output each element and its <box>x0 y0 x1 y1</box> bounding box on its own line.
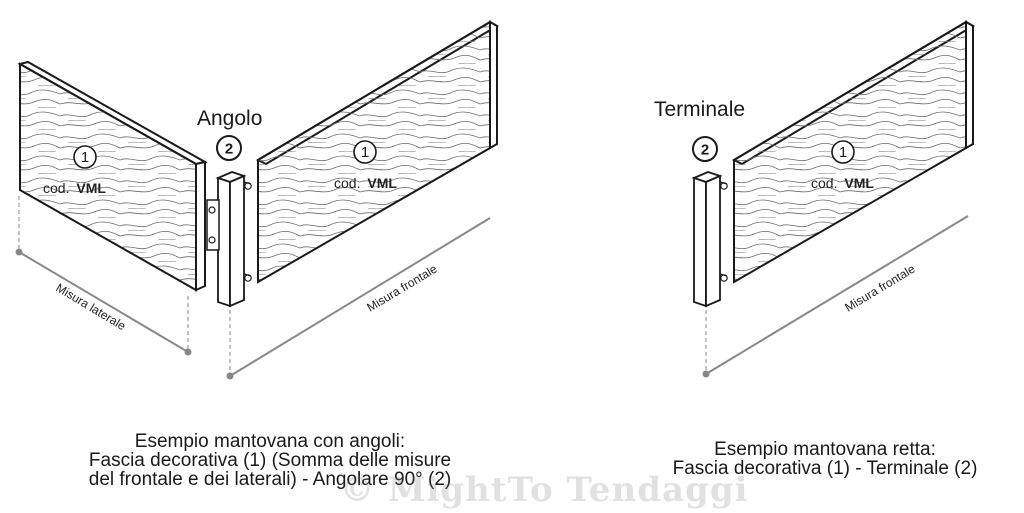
side-panel <box>17 60 208 292</box>
measure-side-label: Misura laterale <box>53 281 128 334</box>
corner-number-badge: 2 <box>216 135 242 161</box>
measure-guides-straight <box>702 215 969 378</box>
caption-line: Esempio mantovana con angoli: <box>134 431 406 452</box>
left-diagram: Misura laterale Misura frontale Angolo 2… <box>15 20 499 380</box>
corner-piece <box>206 171 252 308</box>
svg-text:1: 1 <box>361 144 369 161</box>
front-panel-number-badge: 1 <box>353 140 377 164</box>
svg-text:2: 2 <box>225 141 233 158</box>
caption-line: Fascia decorativa (1) (Somma delle misur… <box>88 450 452 471</box>
caption-straight-example: Esempio mantovana retta: Fascia decorati… <box>630 440 1020 478</box>
front-panel <box>255 20 499 284</box>
caption-line: Fascia decorativa (1) - Terminale (2) <box>672 458 978 479</box>
caption-line: Esempio mantovana retta: <box>714 439 936 460</box>
caption-line: del frontale e dei laterali) - Angolare … <box>88 469 452 490</box>
front-panel-straight-code: cod. VML <box>811 175 874 191</box>
corner-title: Angolo <box>197 107 262 130</box>
front-panel-code: cod. VML <box>334 175 397 191</box>
terminal-number-badge: 2 <box>692 136 718 162</box>
svg-text:1: 1 <box>81 149 89 166</box>
caption-corner-example: Esempio mantovana con angoli: Fascia dec… <box>20 432 520 489</box>
measure-guides <box>15 196 491 380</box>
side-panel-number-badge: 1 <box>73 145 97 169</box>
side-panel-code: cod. VML <box>43 180 106 196</box>
svg-text:1: 1 <box>839 144 847 161</box>
terminal-piece <box>691 171 728 308</box>
terminal-title: Terminale <box>654 98 745 121</box>
watermark: © MightTo Tendaggi <box>340 470 749 510</box>
svg-text:2: 2 <box>701 142 709 159</box>
right-diagram: Misura frontale Terminale 2 1 cod. VML <box>654 20 975 378</box>
front-panel-straight-number-badge: 1 <box>831 140 855 164</box>
